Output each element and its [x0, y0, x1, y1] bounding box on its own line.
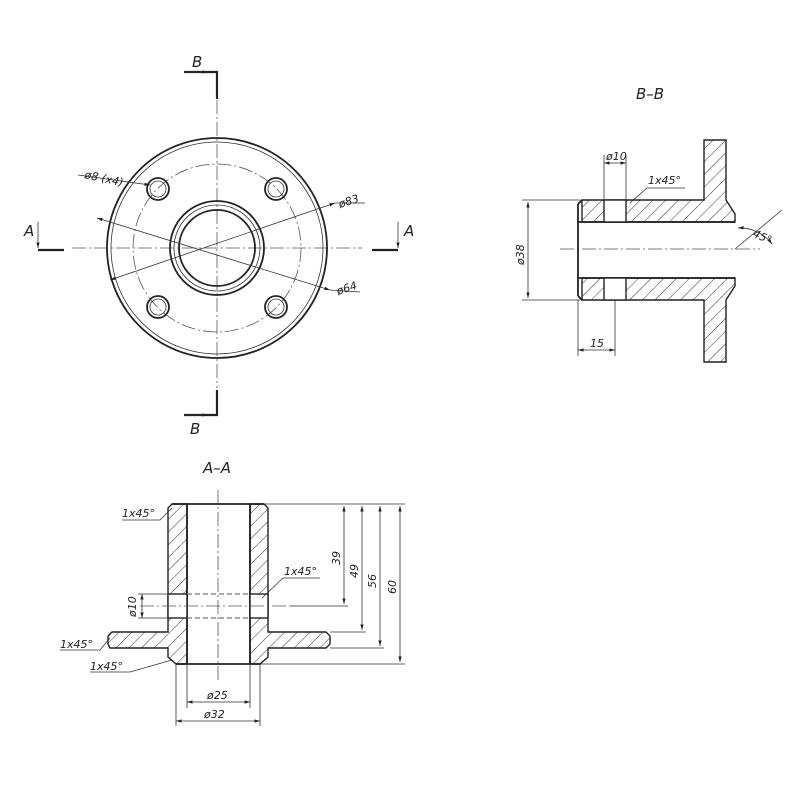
section-aa-view: A–A ø10 1x45° 1x45° 1x45° 1x45° [60, 459, 405, 726]
section-marker-a-right: A [372, 222, 414, 252]
section-marker-a-left: A [23, 222, 64, 252]
bb-hole-bottom [603, 277, 627, 301]
aa-hole-dim: ø10 [126, 596, 139, 618]
bolt-hole-bottom-left [146, 295, 170, 319]
bb-angle-dim: 45° [751, 227, 774, 247]
outer-dim-text: ø83 [336, 192, 361, 211]
aa-left-wall [107, 503, 188, 665]
outer-dim-line [109, 202, 336, 281]
aa-chamfer-hole-leader [261, 577, 320, 599]
bolt-circle-dim-text: ø64 [334, 279, 359, 298]
svg-text:A: A [23, 222, 34, 240]
aa-height-60: 60 [386, 580, 399, 594]
section-marker-b-top: B [184, 53, 219, 99]
bolt-circle-dim-line [96, 217, 331, 291]
section-marker-b-bottom: B [184, 390, 219, 438]
svg-text:B: B [190, 420, 200, 438]
bb-hole-top [603, 199, 627, 223]
svg-text:B: B [192, 53, 202, 71]
aa-height-39: 39 [330, 551, 343, 565]
bb-chamfer-dim: 1x45° [648, 174, 681, 187]
hole-dim-text: ø8 (x4) [82, 168, 124, 189]
aa-bore-dim: ø25 [206, 689, 228, 702]
aa-chamfer-hole: 1x45° [284, 565, 317, 578]
front-view: ø8 (x4) ø83 ø64 B B A A [23, 53, 414, 438]
svg-text:A: A [403, 222, 414, 240]
bolt-hole-top-left [146, 177, 170, 201]
section-bb-title: B–B [636, 85, 664, 103]
bb-angle-arc [737, 226, 773, 245]
bb-length-dim: 15 [590, 337, 604, 350]
aa-chamfer-flange-1: 1x45° [60, 638, 93, 651]
bb-chamfer-leader [629, 187, 685, 204]
bolt-hole-top-right [264, 177, 288, 201]
hole-dim-leader [77, 174, 151, 186]
aa-height-56: 56 [366, 574, 379, 588]
bb-bore-hole-dim: ø10 [605, 150, 627, 163]
aa-chamfer-flange1-leader [60, 637, 111, 651]
bolt-circle-dim-ext [329, 289, 361, 293]
bb-diameter-dim: ø38 [514, 244, 527, 266]
aa-chamfer-flange-2: 1x45° [90, 660, 123, 673]
section-bb-view: B–B ø10 1x45° 45° ø38 15 [514, 85, 783, 363]
aa-chamfer-top: 1x45° [122, 507, 155, 520]
aa-right-wall [249, 503, 331, 665]
bolt-hole-bottom-right [264, 295, 288, 319]
aa-chamfer-top-leader [122, 507, 173, 521]
aa-outer-dim: ø32 [203, 708, 225, 721]
aa-height-49: 49 [348, 564, 361, 578]
section-aa-title: A–A [202, 459, 231, 477]
aa-chamfer-flange2-leader [90, 659, 173, 673]
